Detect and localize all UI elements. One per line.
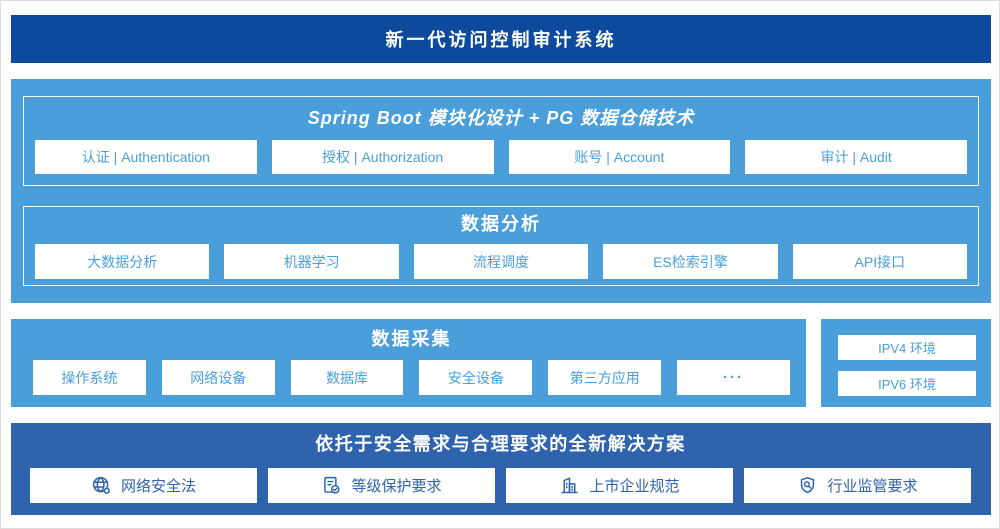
solution-item-label: 行业监管要求 <box>827 478 918 495</box>
solution-item-classified-protection: 等级保护要求 <box>268 468 495 503</box>
source-third-party-app: 第三方应用 <box>548 360 662 395</box>
environment-panel: IPV4 环境 IPV6 环境 <box>821 319 991 407</box>
source-database: 数据库 <box>290 360 404 395</box>
solution-item-label: 上市企业规范 <box>589 478 680 495</box>
module-authentication: 认证 | Authentication <box>35 140 257 174</box>
solution-item-label: 等级保护要求 <box>351 478 442 495</box>
platform-panel: Spring Boot 模块化设计 + PG 数据仓储技术 认证 | Authe… <box>11 79 991 303</box>
data-analysis-title: 数据分析 <box>461 214 541 234</box>
document-check-icon <box>321 475 342 496</box>
source-security-device: 安全设备 <box>419 360 533 395</box>
solution-row: 网络安全法 等级保护要求 <box>30 468 971 503</box>
springboot-section-title: Spring Boot 模块化设计 + PG 数据仓储技术 <box>307 108 695 128</box>
env-ipv4: IPV4 环境 <box>838 335 976 360</box>
module-audit: 审计 | Audit <box>745 140 967 174</box>
building-icon <box>559 475 580 496</box>
source-network-device: 网络设备 <box>161 360 275 395</box>
source-operating-system: 操作系统 <box>33 360 146 395</box>
data-analysis-row: 大数据分析 机器学习 流程调度 ES检索引擎 API接口 <box>35 244 968 279</box>
solution-panel: 依托于安全需求与合理要求的全新解决方案 网络安全法 <box>11 423 991 515</box>
analysis-api: API接口 <box>792 244 968 279</box>
analysis-es-search: ES检索引擎 <box>603 244 778 279</box>
shield-search-icon <box>797 475 818 496</box>
solution-title: 依托于安全需求与合理要求的全新解决方案 <box>315 434 686 454</box>
source-more-ellipsis: ··· <box>677 360 790 395</box>
solution-item-listed-company-standard: 上市企业规范 <box>506 468 733 503</box>
globe-icon <box>91 475 112 496</box>
data-collection-title: 数据采集 <box>371 329 452 349</box>
data-collection-panel: 数据采集 操作系统 网络设备 数据库 安全设备 第三方应用 ··· <box>11 319 806 407</box>
springboot-section: Spring Boot 模块化设计 + PG 数据仓储技术 认证 | Authe… <box>23 96 979 186</box>
solution-item-industry-regulation: 行业监管要求 <box>744 468 971 503</box>
data-analysis-section: 数据分析 大数据分析 机器学习 流程调度 ES检索引擎 API接口 <box>23 206 979 286</box>
module-account: 账号 | Account <box>508 140 731 174</box>
data-collection-row: 操作系统 网络设备 数据库 安全设备 第三方应用 ··· <box>33 360 790 395</box>
module-authorization: 授权 | Authorization <box>271 140 494 174</box>
page-title: 新一代访问控制审计系统 <box>11 15 991 63</box>
env-ipv6: IPV6 环境 <box>838 371 976 396</box>
solution-item-label: 网络安全法 <box>120 478 196 495</box>
analysis-machine-learning: 机器学习 <box>224 244 399 279</box>
springboot-modules-row: 认证 | Authentication 授权 | Authorization 账… <box>35 140 967 174</box>
analysis-workflow: 流程调度 <box>413 244 589 279</box>
analysis-bigdata: 大数据分析 <box>35 244 210 279</box>
solution-item-network-security-law: 网络安全法 <box>30 468 257 503</box>
